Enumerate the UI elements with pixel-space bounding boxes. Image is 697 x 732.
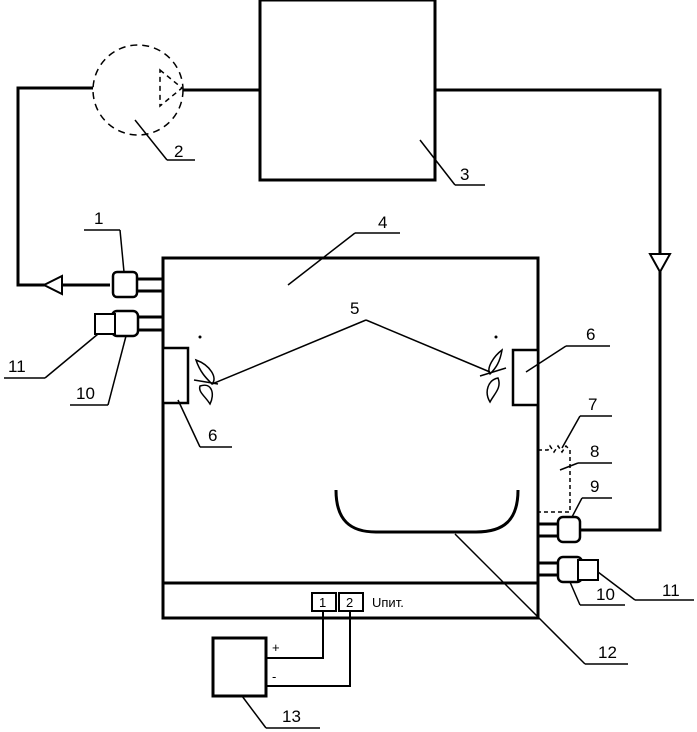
- leader-10-left-diag: [107, 335, 127, 406]
- wire-plus: [266, 611, 324, 659]
- terminal-2-label: 2: [346, 595, 353, 610]
- label-11-left: 11: [8, 357, 26, 376]
- label-7: 7: [588, 395, 597, 414]
- label-9: 9: [590, 477, 599, 496]
- label-1: 1: [94, 209, 103, 228]
- label-10-left: 10: [76, 384, 95, 403]
- cap-11-left: [94, 313, 116, 335]
- element-6-right: [511, 348, 540, 407]
- label-5: 5: [350, 299, 359, 318]
- label-2: 2: [174, 142, 183, 161]
- pipe-right-loop: [435, 88, 662, 532]
- leader-5-b: [365, 319, 491, 373]
- leader-13-diag: [241, 695, 267, 729]
- fan-5-right: [479, 335, 507, 404]
- leader-11-right-diag: [597, 571, 636, 601]
- power-supply-13: [211, 636, 268, 698]
- leader-4-diag: [287, 232, 356, 286]
- leader-10-right-diag: [569, 581, 581, 606]
- fitting-1: [111, 270, 139, 299]
- label-6-left: 6: [208, 426, 217, 445]
- label-13: 13: [282, 707, 301, 726]
- plus-sign: +: [272, 640, 280, 655]
- fitting-9: [556, 515, 582, 544]
- minus-sign: -: [272, 669, 276, 684]
- leader-3-diag: [419, 139, 456, 186]
- element-6-left: [161, 346, 190, 405]
- leader-7-diag: [561, 415, 581, 449]
- flow-arrow-left: [41, 274, 63, 296]
- leader-12-diag: [454, 533, 586, 665]
- fan-5-left: [193, 335, 219, 406]
- label-4: 4: [378, 213, 387, 232]
- flow-arrow-right: [648, 253, 672, 275]
- label-11-right: 11: [662, 581, 680, 600]
- label-6-right: 6: [586, 325, 595, 344]
- leader-11-left-diag: [44, 333, 99, 379]
- leader-6-left-diag: [177, 399, 201, 448]
- block-3: [258, 0, 437, 182]
- element-7: [538, 444, 571, 513]
- leader-1-diag: [119, 229, 125, 273]
- leader-9-diag: [571, 497, 583, 518]
- pipe-left-loop: [16, 86, 93, 287]
- pump-2: [92, 44, 184, 136]
- leader-8-diag: [559, 462, 579, 471]
- leader-5-a: [211, 319, 367, 385]
- wire-minus: [266, 611, 351, 687]
- cap-11-right: [577, 559, 599, 581]
- leader-6-right-diag: [525, 345, 567, 373]
- label-10-right: 10: [596, 585, 615, 604]
- label-12: 12: [598, 643, 617, 662]
- label-8: 8: [590, 442, 599, 461]
- tray-12: [334, 489, 520, 534]
- terminal-1-label: 1: [319, 595, 326, 610]
- leader-2-diag: [134, 119, 168, 161]
- supply-label: Uпит.: [372, 595, 404, 610]
- pump-triangle: [159, 68, 184, 108]
- label-3: 3: [460, 165, 469, 184]
